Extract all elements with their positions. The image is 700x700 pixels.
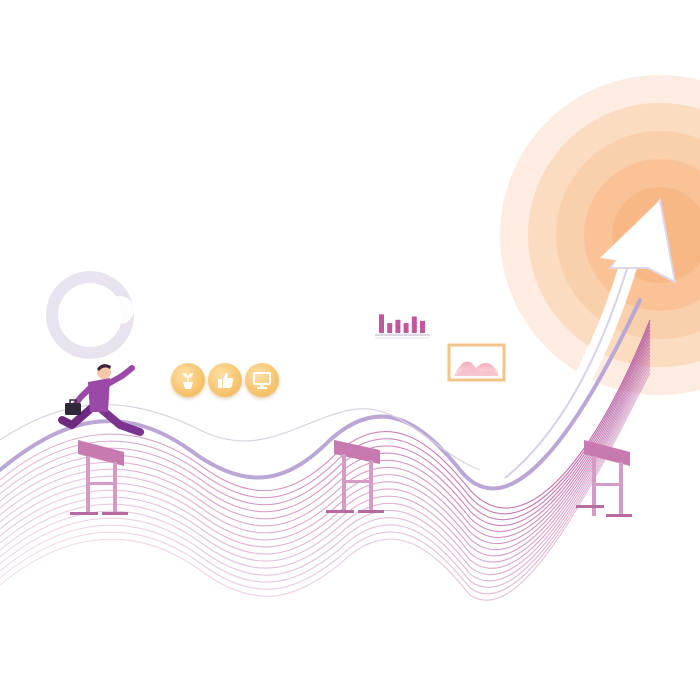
mini-chart-bar [403, 323, 409, 333]
wave-line [0, 368, 651, 595]
mini-chart-bar [387, 323, 393, 333]
hurdle-2 [326, 440, 384, 513]
mini-chart-bar [379, 314, 384, 333]
plant-icon [171, 363, 205, 397]
wave-line [0, 358, 651, 575]
wave-line [0, 354, 651, 569]
wave-line [0, 351, 651, 563]
wave-line [0, 365, 651, 588]
mini-chart-bar [411, 316, 417, 333]
monitor-icon [245, 363, 279, 397]
wave-line [0, 361, 651, 582]
mini-chart-bar [395, 319, 401, 333]
hurdle-1 [70, 440, 128, 515]
growth-arrow [501, 197, 677, 479]
area-chart-card [447, 343, 506, 382]
wave-line [0, 372, 651, 601]
thumbs-up-icon [208, 363, 242, 397]
mini-bar-chart [375, 314, 430, 339]
hurdle-3 [576, 440, 632, 517]
wave-lines [0, 319, 651, 601]
mini-chart-bar [420, 320, 425, 333]
runner-figure [58, 364, 144, 436]
main-wave [0, 298, 642, 491]
decor-ring [46, 271, 134, 359]
upper-thin-wave [0, 404, 481, 471]
